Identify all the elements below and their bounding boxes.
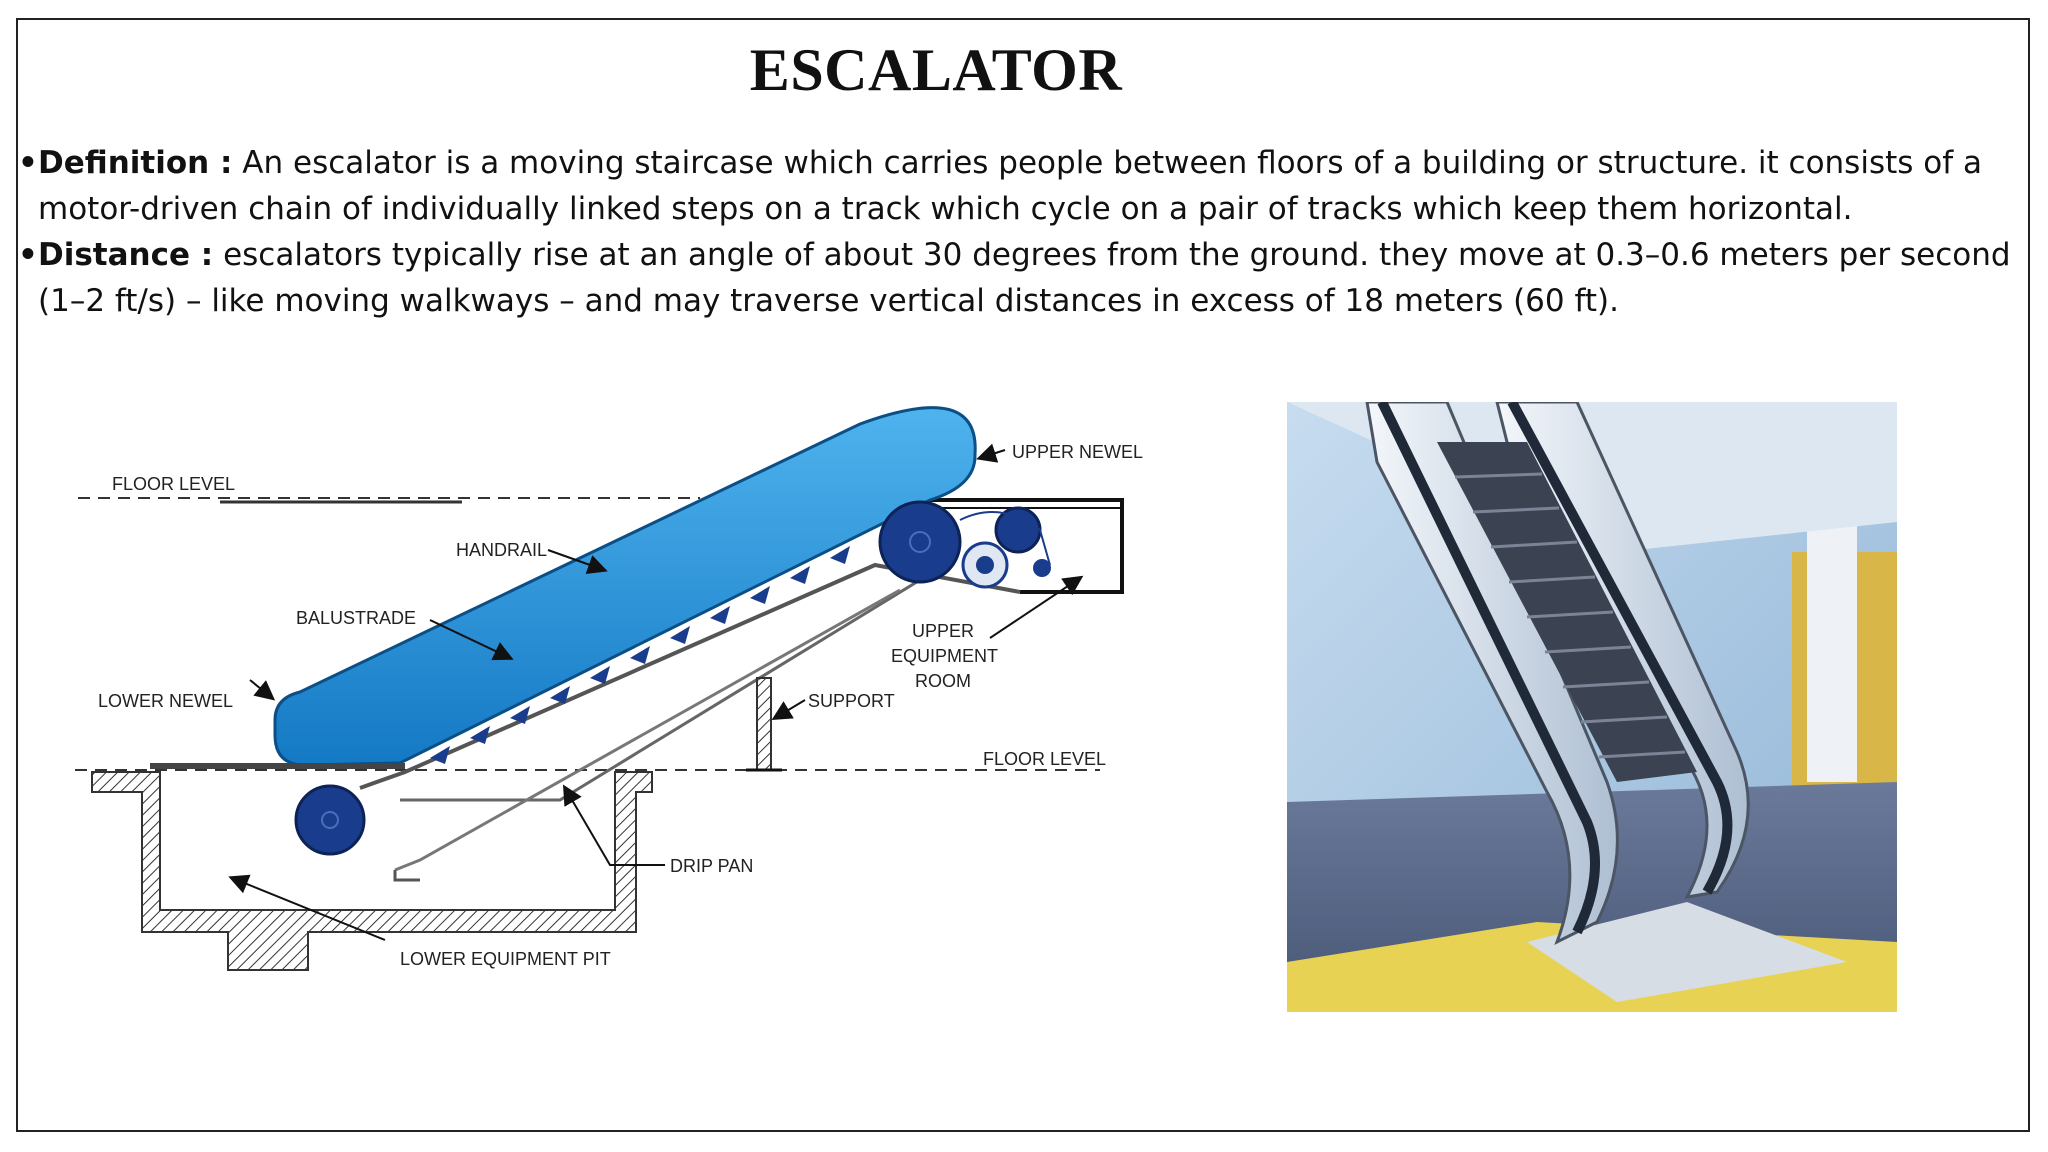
label-drip-pan: DRIP PAN [670, 856, 753, 876]
support-column [756, 677, 772, 771]
escalator-diagram: FLOOR LEVEL FLOOR LEVEL [75, 406, 1143, 971]
gear-wheel-hub [976, 556, 994, 574]
drive-belt [959, 511, 1051, 566]
label-balustrade: BALUSTRADE [296, 608, 416, 628]
drip-pan-end [393, 870, 420, 882]
photo-steps [1437, 442, 1697, 782]
photo-handrail-right [1507, 402, 1733, 895]
bullet-dot-icon: • [18, 145, 38, 181]
label-support: SUPPORT [808, 691, 895, 711]
bullet-label: Distance : [38, 237, 214, 273]
motor-wheel [994, 506, 1042, 554]
truss-outer [359, 562, 1021, 790]
label-handrail: HANDRAIL [456, 540, 547, 560]
leader-balustrade [429, 619, 514, 661]
photo-landing-plate [1527, 902, 1847, 1002]
drip-pan-rail [394, 588, 901, 872]
bullet-definition: •Definition : An escalator is a moving s… [18, 140, 2018, 232]
bullet-list: •Definition : An escalator is a moving s… [18, 140, 2018, 324]
leader-upper-equipment [989, 575, 1084, 639]
label-lower-equipment-pit: LOWER EQUIPMENT PIT [400, 949, 611, 969]
small-pulley [1033, 559, 1051, 577]
leader-lower-pit [228, 874, 386, 941]
leader-support [771, 699, 806, 721]
leader-upper-newel [976, 443, 1006, 463]
bullet-dot-icon: • [18, 237, 38, 273]
escalator-photo [1287, 402, 1897, 1012]
upper-drive-wheel [878, 500, 962, 584]
label-upper-equipment-1: UPPER [912, 621, 974, 641]
leader-lower-newel [249, 679, 276, 701]
upper-drive-wheel-hub [909, 531, 931, 553]
truss-inner [400, 578, 921, 802]
leader-handrail [547, 549, 608, 575]
label-upper-equipment-2: EQUIPMENT [891, 646, 998, 666]
label-floor-level-top: FLOOR LEVEL [112, 474, 235, 494]
bullet-text: An escalator is a moving staircase which… [38, 145, 1982, 227]
slide-frame [16, 18, 2030, 1132]
bullet-distance: •Distance : escalators typically rise at… [18, 232, 2018, 324]
slide-title: ESCALATOR [749, 37, 1123, 103]
label-lower-newel: LOWER NEWEL [98, 691, 233, 711]
label-upper-equipment-3: ROOM [915, 671, 971, 691]
leader-drip-pan [562, 784, 665, 866]
photo-step-lines [1454, 472, 1686, 759]
balustrade [273, 406, 977, 767]
bullet-text: escalators typically rise at an angle of… [38, 237, 2011, 319]
step-teeth [430, 546, 850, 764]
lower-drive-wheel [294, 784, 366, 856]
photo-handrail-left [1377, 402, 1600, 935]
lower-drive-wheel-hub [321, 811, 339, 829]
lower-equipment-pit [91, 771, 653, 971]
label-floor-level-bottom: FLOOR LEVEL [983, 749, 1106, 769]
label-upper-newel: UPPER NEWEL [1012, 442, 1143, 462]
bullet-label: Definition : [38, 145, 233, 181]
